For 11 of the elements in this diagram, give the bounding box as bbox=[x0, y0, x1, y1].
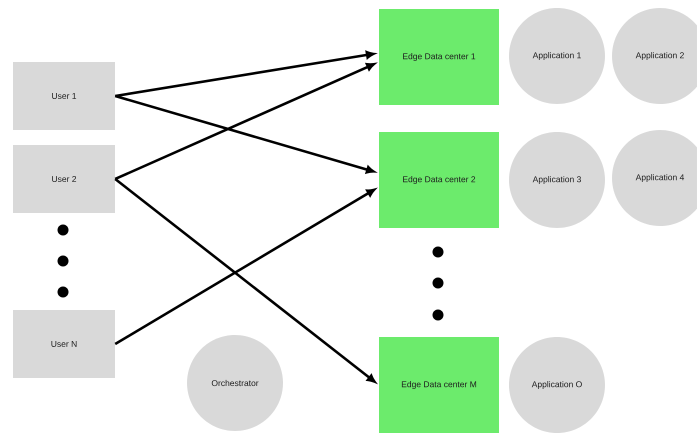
arrow bbox=[114, 63, 375, 180]
user-box: User 1 bbox=[13, 62, 115, 130]
arrow bbox=[114, 94, 375, 174]
arrow bbox=[114, 178, 376, 383]
data-center-box: Edge Data center 1 bbox=[379, 9, 499, 105]
user-box: User 2 bbox=[13, 145, 115, 213]
data-center-box: Edge Data center 2 bbox=[379, 132, 499, 228]
user-box: User N bbox=[13, 310, 115, 378]
arrow bbox=[114, 188, 376, 346]
data-center-box: Edge Data center M bbox=[379, 337, 499, 433]
arrow bbox=[115, 50, 375, 98]
